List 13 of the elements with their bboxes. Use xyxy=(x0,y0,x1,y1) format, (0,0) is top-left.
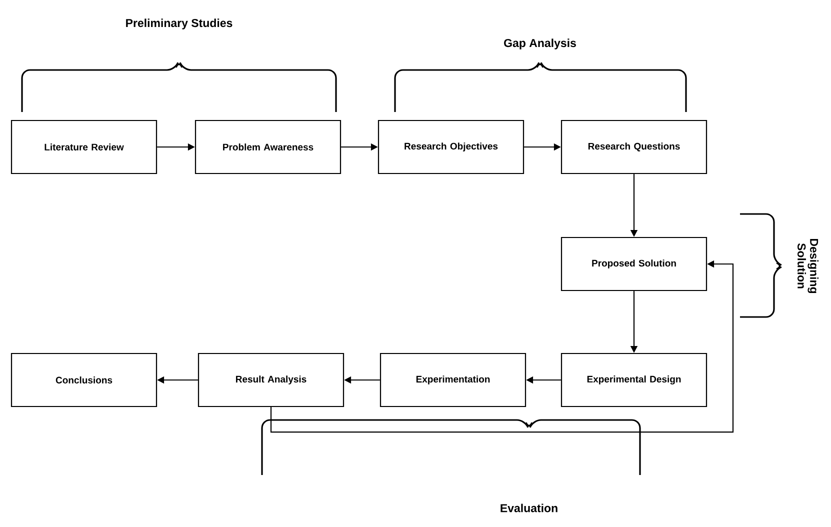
process-box: Experimental Design xyxy=(560,352,708,408)
group-label: Evaluation xyxy=(500,504,558,512)
process-box: Research Questions xyxy=(560,120,708,174)
group-label: Gap Analysis xyxy=(504,38,576,50)
process-box: Experimentation xyxy=(380,352,526,408)
process-box: Conclusions xyxy=(10,352,158,408)
group-label: Preliminary Studies xyxy=(126,18,232,30)
process-box: Research Objectives xyxy=(378,120,524,174)
process-box: Literature Review xyxy=(10,120,158,174)
process-box: Result Analysis xyxy=(198,352,344,408)
group-label: Designing Solution xyxy=(798,238,818,294)
process-box: Problem Awareness xyxy=(194,120,342,174)
process-box: Proposed Solution xyxy=(560,236,708,292)
